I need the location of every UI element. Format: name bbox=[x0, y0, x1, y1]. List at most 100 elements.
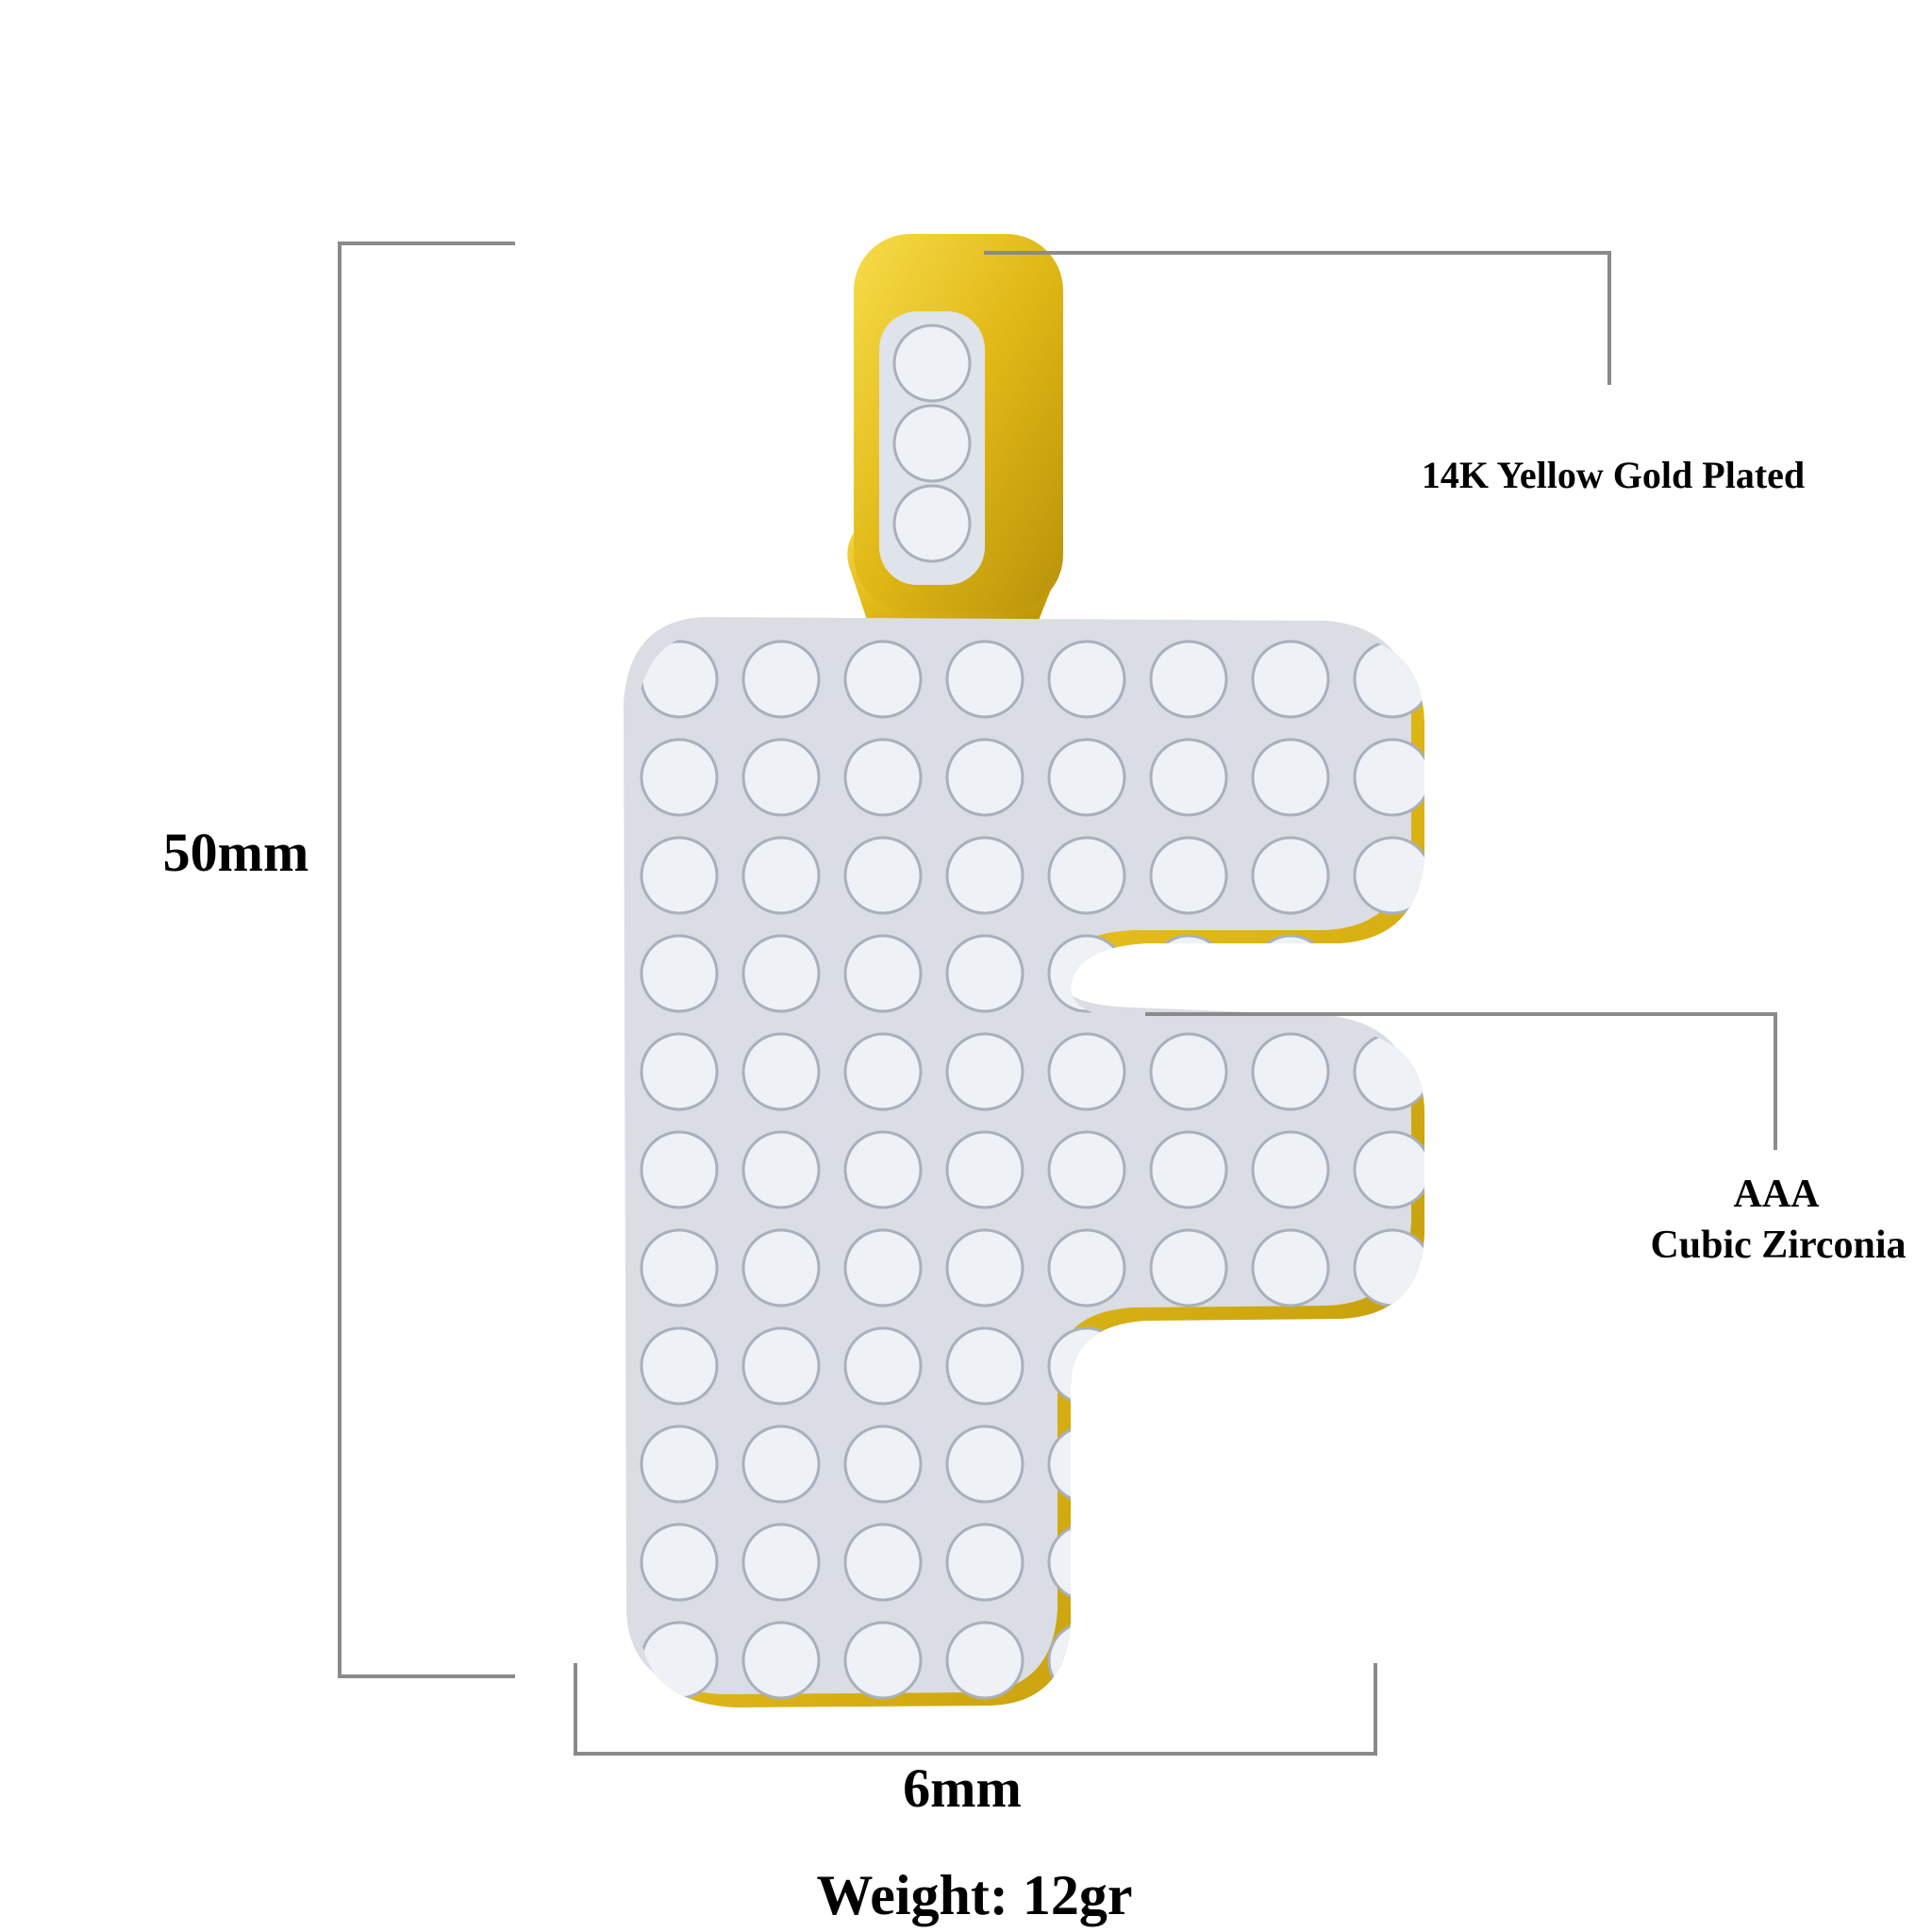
cz-stone bbox=[1047, 1621, 1126, 1700]
cz-stone bbox=[1353, 836, 1424, 915]
cz-stone bbox=[1047, 836, 1126, 915]
cz-stone bbox=[945, 1621, 1024, 1700]
cz-stone bbox=[741, 1032, 821, 1111]
cz-stone bbox=[1251, 1032, 1330, 1111]
cz-stone bbox=[945, 640, 1024, 719]
cz-stone bbox=[1149, 1032, 1228, 1111]
cz-stone bbox=[843, 1130, 923, 1209]
cz-stone bbox=[1353, 1424, 1424, 1504]
cz-stone bbox=[843, 1621, 923, 1700]
cz-stone bbox=[843, 738, 923, 817]
cz-stone bbox=[1149, 1523, 1228, 1602]
cz-stone bbox=[640, 1130, 719, 1209]
cz-stone bbox=[1047, 1326, 1126, 1406]
cz-stone bbox=[892, 324, 972, 403]
cz-stone bbox=[1047, 1130, 1126, 1209]
width-label: 6mm bbox=[903, 1757, 1022, 1819]
cz-stone bbox=[945, 934, 1024, 1013]
cz-stone bbox=[1149, 1621, 1228, 1700]
cz-stone bbox=[1353, 1228, 1424, 1307]
cz-stone bbox=[1047, 1523, 1126, 1602]
cz-stone bbox=[1047, 1032, 1126, 1111]
width-bracket-left bbox=[574, 1663, 577, 1756]
height-label: 50mm bbox=[162, 822, 309, 883]
cz-stone bbox=[945, 1228, 1024, 1307]
cz-stone bbox=[1353, 934, 1424, 1013]
cz-stone bbox=[1251, 1424, 1330, 1504]
stone-type-label: Cubic Zirconia bbox=[1650, 1224, 1907, 1267]
cz-stone bbox=[640, 1621, 719, 1700]
material-callout-line bbox=[984, 251, 1611, 255]
cz-stone bbox=[741, 836, 821, 915]
cz-stone bbox=[1149, 836, 1228, 915]
cz-stone bbox=[1047, 738, 1126, 817]
cz-stone bbox=[843, 1523, 923, 1602]
cz-stone bbox=[1251, 1621, 1330, 1700]
cz-stone bbox=[945, 836, 1024, 915]
cz-stone bbox=[1353, 640, 1424, 719]
cz-stone bbox=[945, 1326, 1024, 1406]
stone-callout-drop bbox=[1774, 1012, 1777, 1150]
bail bbox=[847, 234, 1063, 623]
cz-stone bbox=[1353, 1621, 1424, 1700]
cz-stone bbox=[640, 1424, 719, 1504]
cz-stone bbox=[1353, 1130, 1424, 1209]
height-bracket-top bbox=[338, 242, 515, 245]
cz-stone bbox=[741, 1228, 821, 1307]
cz-stone bbox=[1251, 1130, 1330, 1209]
cz-stone bbox=[1047, 934, 1126, 1013]
weight-label: Weight: 12gr bbox=[816, 1864, 1133, 1926]
cz-stone bbox=[1353, 1523, 1424, 1602]
cz-stone bbox=[1251, 1326, 1330, 1406]
cz-stone bbox=[1251, 738, 1330, 817]
cz-stone bbox=[1149, 738, 1228, 817]
cz-stone bbox=[1149, 1424, 1228, 1504]
cz-stone bbox=[640, 836, 719, 915]
letter-f-pendant bbox=[624, 617, 1424, 1707]
height-bracket-vertical bbox=[338, 242, 341, 1678]
cz-stone bbox=[1149, 640, 1228, 719]
cz-stone bbox=[843, 1228, 923, 1307]
height-bracket-bottom bbox=[338, 1674, 515, 1678]
cz-stone bbox=[843, 640, 923, 719]
cz-stone bbox=[945, 1424, 1024, 1504]
cz-stone bbox=[1251, 640, 1330, 719]
cz-stone bbox=[1149, 1130, 1228, 1209]
width-bracket-horizontal bbox=[574, 1752, 1377, 1756]
cz-stone bbox=[741, 1130, 821, 1209]
cz-stone bbox=[843, 836, 923, 915]
cz-stone bbox=[640, 1032, 719, 1111]
stone-callout-line bbox=[1145, 1012, 1777, 1016]
cz-stone bbox=[843, 934, 923, 1013]
cz-stone bbox=[741, 1621, 821, 1700]
cz-stone bbox=[1047, 1228, 1126, 1307]
cz-stone bbox=[1047, 640, 1126, 719]
cz-stone bbox=[741, 640, 821, 719]
cz-stone bbox=[741, 1523, 821, 1602]
cz-stone bbox=[892, 404, 972, 483]
cz-stone bbox=[1149, 1228, 1228, 1307]
cz-stone bbox=[640, 1326, 719, 1406]
cz-stone bbox=[1353, 1326, 1424, 1406]
cz-stone bbox=[1047, 1424, 1126, 1504]
cz-stone bbox=[1251, 1228, 1330, 1307]
cz-stone bbox=[843, 1424, 923, 1504]
cz-stone bbox=[1149, 1326, 1228, 1406]
material-callout-drop bbox=[1607, 251, 1611, 385]
cz-stone bbox=[741, 1424, 821, 1504]
cz-stone bbox=[741, 934, 821, 1013]
cz-stone bbox=[741, 738, 821, 817]
cz-stone bbox=[640, 1228, 719, 1307]
cz-stone bbox=[640, 1523, 719, 1602]
cz-stone bbox=[892, 484, 972, 563]
stone-grade-label: AAA bbox=[1733, 1173, 1820, 1216]
cz-stone bbox=[1149, 934, 1228, 1013]
material-label: 14K Yellow Gold Plated bbox=[1421, 454, 1806, 496]
cz-stone bbox=[945, 738, 1024, 817]
cz-stone bbox=[741, 1326, 821, 1406]
cz-stone bbox=[640, 934, 719, 1013]
cz-stone bbox=[1251, 836, 1330, 915]
cz-stone bbox=[843, 1032, 923, 1111]
cz-stone bbox=[945, 1523, 1024, 1602]
